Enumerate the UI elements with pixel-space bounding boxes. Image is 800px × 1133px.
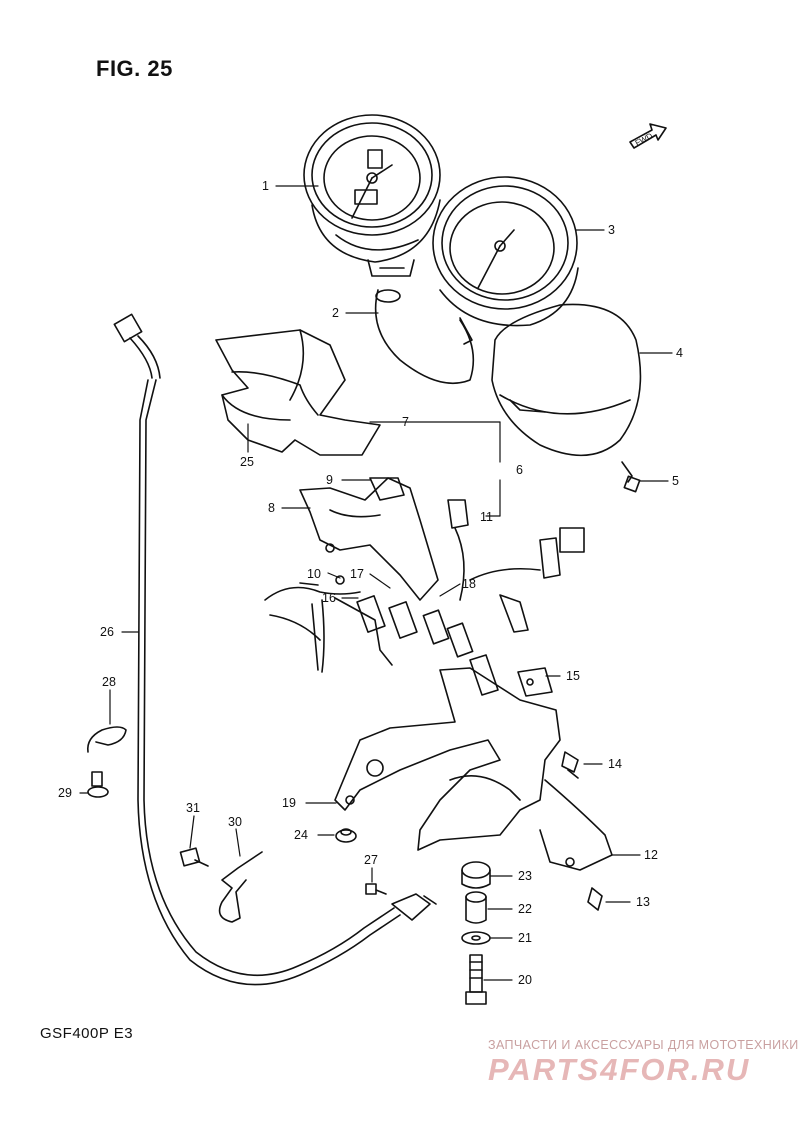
callout-12: 12 (644, 848, 658, 862)
leader-lines (79, 185, 673, 981)
callout-3: 3 (608, 223, 615, 237)
screw-27[interactable] (365, 883, 387, 895)
callout-27: 27 (364, 853, 378, 867)
callout-7: 7 (402, 415, 409, 429)
callout-5: 5 (672, 474, 679, 488)
callout-2: 2 (332, 306, 339, 320)
spacer-22[interactable] (465, 891, 487, 924)
washer-21[interactable] (461, 931, 491, 945)
screw-5[interactable] (621, 461, 641, 493)
wiring-harness[interactable] (264, 499, 585, 696)
callout-13: 13 (636, 895, 650, 909)
bolt-29[interactable] (87, 771, 109, 798)
callout-28: 28 (102, 675, 116, 689)
callout-15: 15 (566, 669, 580, 683)
callout-21: 21 (518, 931, 532, 945)
figure-title: FIG. 25 (96, 56, 173, 81)
meter-bracket[interactable] (299, 477, 439, 601)
callout-31: 31 (186, 801, 200, 815)
callout-numbers: 1 2 3 4 5 6 7 8 9 10 11 12 13 14 15 16 1… (58, 179, 683, 987)
callout-20: 20 (518, 973, 532, 987)
callout-26: 26 (100, 625, 114, 639)
callout-23: 23 (518, 869, 532, 883)
tachometer[interactable] (432, 176, 579, 327)
forward-arrow-icon: FWD (629, 123, 667, 149)
clamp-28[interactable] (86, 726, 127, 753)
callout-4: 4 (676, 346, 683, 360)
screw-13[interactable] (587, 887, 603, 911)
screw-31[interactable] (179, 847, 209, 867)
screw-14[interactable] (561, 751, 579, 779)
meter-cushion[interactable] (215, 329, 381, 456)
cushion-23[interactable] (461, 861, 491, 889)
speedometer-case[interactable] (374, 289, 475, 384)
callout-6: 6 (516, 463, 523, 477)
model-code: GSF400P E3 (40, 1025, 134, 1042)
callout-24: 24 (294, 828, 308, 842)
tachometer-case[interactable] (491, 303, 642, 457)
callout-10: 10 (307, 567, 321, 581)
callout-11: 11 (480, 510, 493, 524)
nut-24[interactable] (335, 828, 357, 843)
callout-17: 17 (350, 567, 364, 581)
speedometer-cable[interactable] (113, 313, 437, 986)
callout-30: 30 (228, 815, 242, 829)
bolt-20[interactable] (465, 954, 487, 1005)
watermark-logo: PARTS4FOR.RU (488, 1052, 751, 1087)
meter-mounting-bracket[interactable] (334, 667, 613, 871)
callout-29: 29 (58, 786, 72, 800)
callout-14: 14 (608, 757, 622, 771)
callout-18: 18 (462, 577, 476, 591)
speedometer[interactable] (303, 114, 441, 277)
watermark-tagline: ЗАПЧАСТИ И АКСЕССУАРЫ ДЛЯ МОТОТЕХНИКИ (488, 1038, 799, 1052)
callout-25: 25 (240, 455, 254, 469)
callout-22: 22 (518, 902, 532, 916)
callout-19: 19 (282, 796, 296, 810)
callout-9: 9 (326, 473, 333, 487)
callout-16: 16 (322, 591, 336, 605)
callout-1: 1 (262, 179, 269, 193)
callout-8: 8 (268, 501, 275, 515)
clamp-30[interactable] (218, 851, 263, 923)
